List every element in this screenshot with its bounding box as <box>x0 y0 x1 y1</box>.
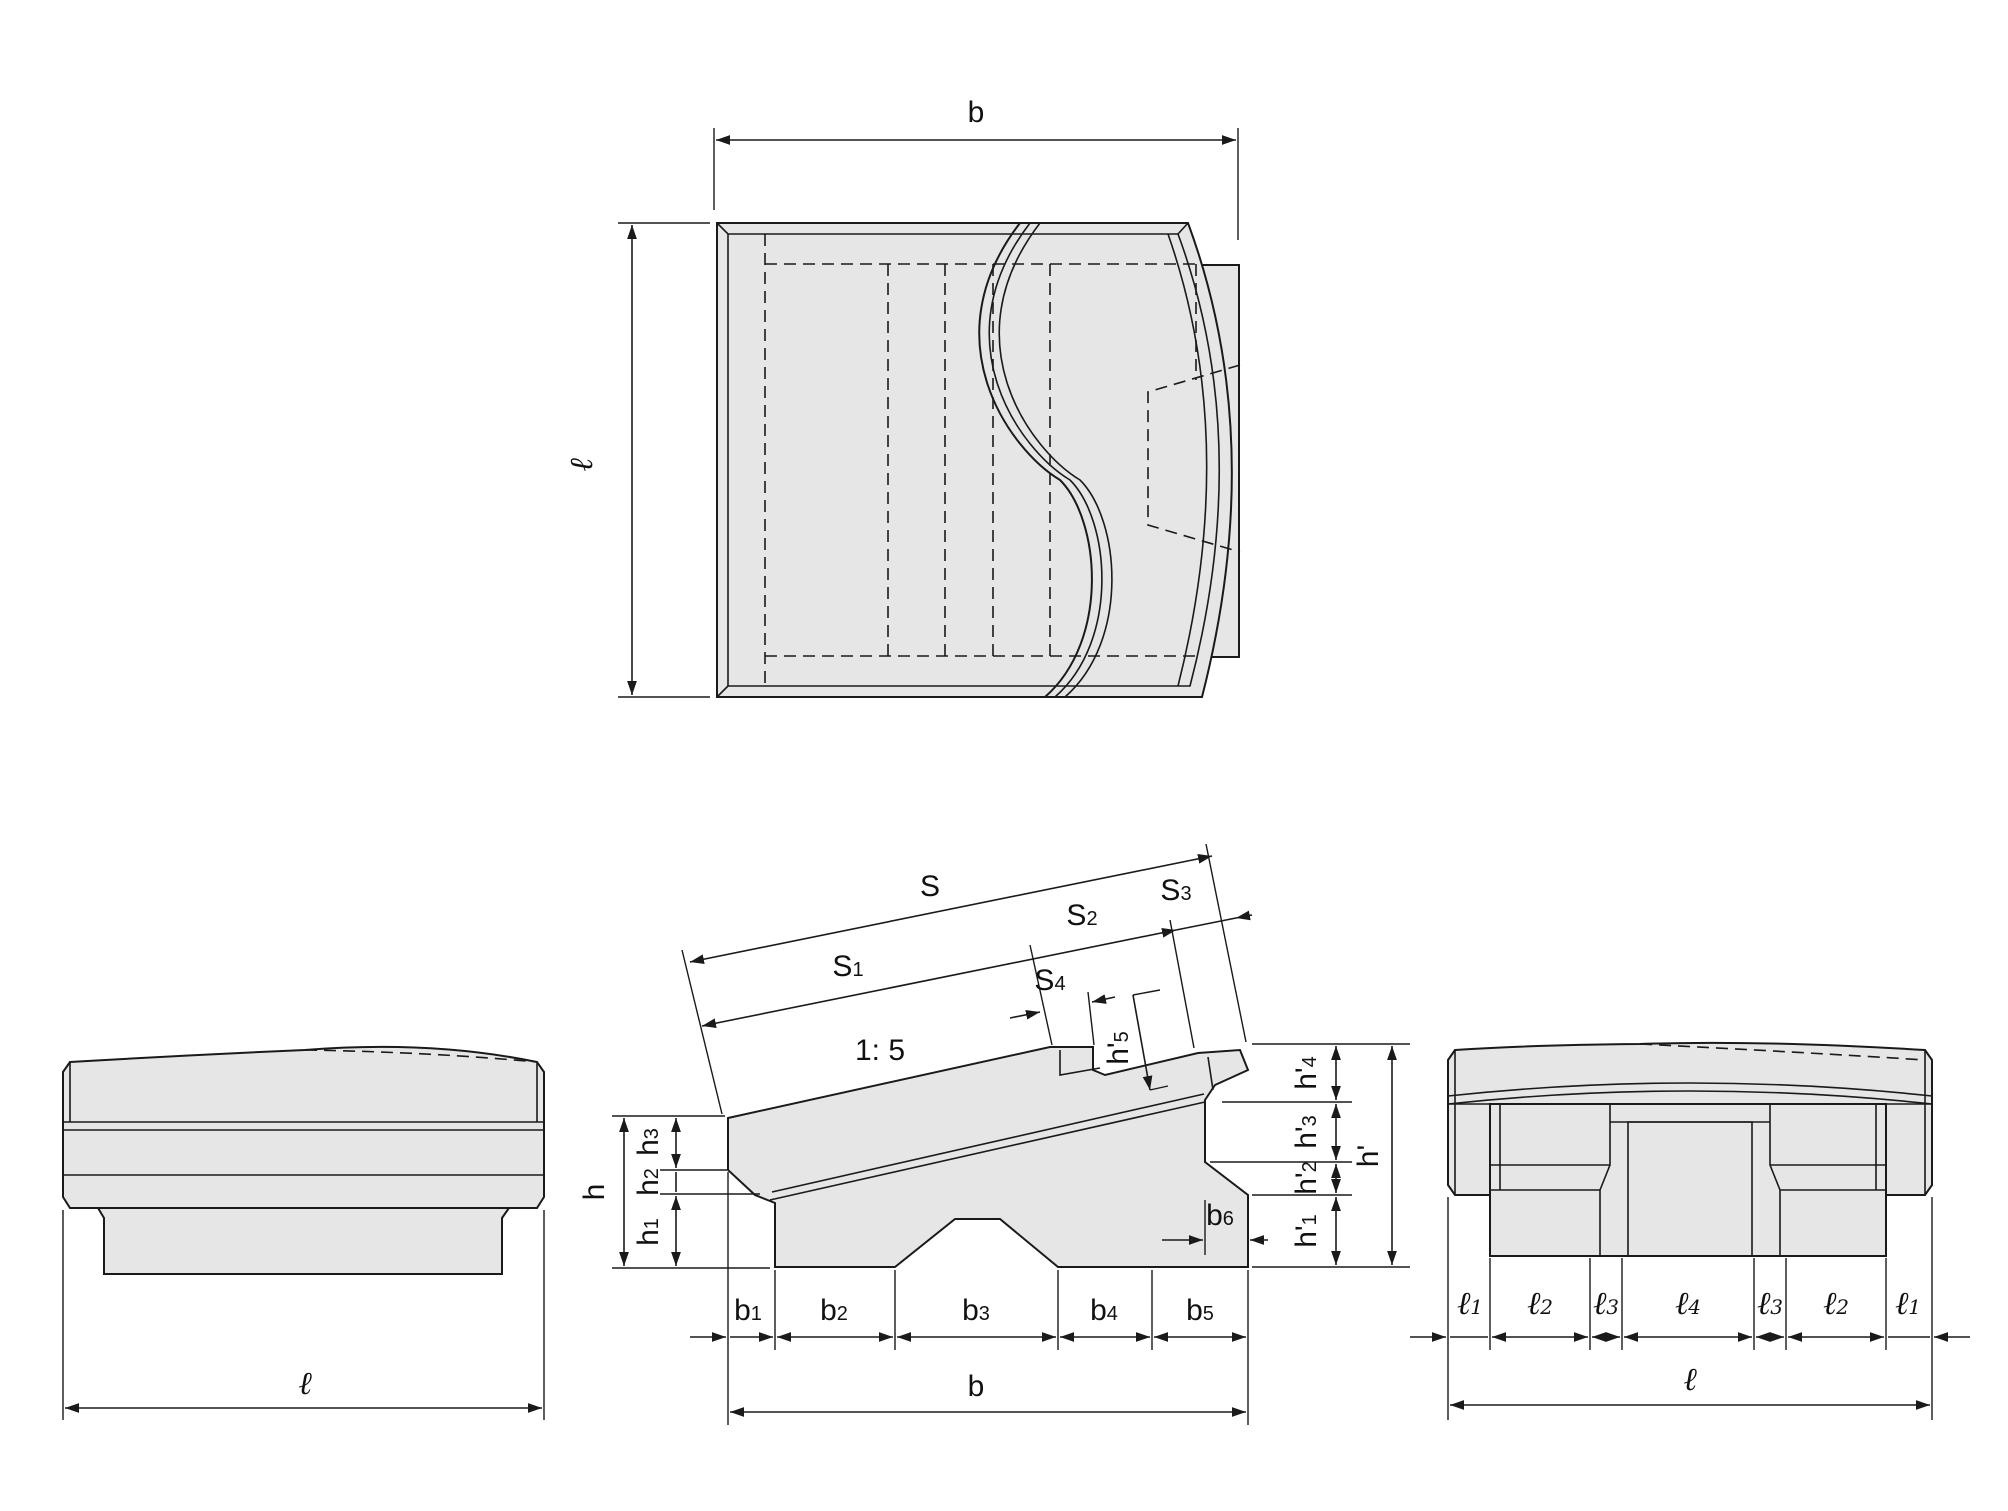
end-dim-l-label: ℓ <box>1683 1360 1697 1398</box>
section-dim-b2-label: b2 <box>820 1294 848 1327</box>
section-view: S S1 S2 S3 S4 1: 5 h'5 h h3 h2 h1 h'4 h'… <box>578 843 1410 1425</box>
plan-dim-b-label: b <box>968 96 985 129</box>
section-dim-h-label: h <box>578 1184 611 1201</box>
section-dim-hp2-label: h'2 <box>1290 1161 1323 1195</box>
section-dim-b5-label: b5 <box>1186 1294 1214 1327</box>
section-dim-h1-label: h1 <box>632 1218 665 1246</box>
end-base <box>1489 1103 1887 1257</box>
end-view-right: ℓ1 ℓ2 ℓ3 ℓ4 ℓ3 ℓ2 ℓ1 ℓ <box>1410 1041 1970 1420</box>
side-left-dim-l-label: ℓ <box>298 1364 312 1402</box>
section-dim-b1-label: b1 <box>734 1294 762 1327</box>
plan-view: b ℓ <box>562 96 1241 698</box>
end-dim-l4-label: ℓ4 <box>1675 1284 1701 1322</box>
section-outline <box>727 1046 1250 1268</box>
section-dim-b3-label: b3 <box>962 1294 990 1327</box>
section-dim-S2-label: S2 <box>1066 899 1097 932</box>
section-dim-hp5-label: h'5 <box>1102 1031 1135 1065</box>
section-dim-hp4-label: h'4 <box>1290 1056 1323 1090</box>
section-dim-S1-label: S1 <box>832 950 863 983</box>
plan-dim-l-label: ℓ <box>562 458 600 472</box>
section-dim-b4-label: b4 <box>1090 1294 1118 1327</box>
section-dim-h2-label: h2 <box>632 1168 665 1196</box>
end-dim-l1-right-label: ℓ1 <box>1895 1284 1921 1322</box>
end-dim-l1-left-label: ℓ1 <box>1457 1284 1483 1322</box>
side-left-upper <box>62 1045 545 1209</box>
side-view-left: ℓ <box>62 1045 545 1420</box>
section-dim-b6-label: b6 <box>1206 1199 1234 1232</box>
plan-wave-joint <box>978 222 1093 698</box>
section-dim-hp1-label: h'1 <box>1290 1214 1323 1248</box>
section-dim-S3-label: S3 <box>1160 874 1191 907</box>
end-dim-l2-left-label: ℓ2 <box>1527 1284 1553 1322</box>
end-dim-l3-right-label: ℓ3 <box>1757 1284 1783 1322</box>
side-left-base <box>96 1207 511 1275</box>
section-dim-hp3-label: h'3 <box>1290 1115 1323 1149</box>
section-slope-label: 1: 5 <box>855 1034 905 1067</box>
section-dim-h3-label: h3 <box>632 1128 665 1156</box>
section-dim-b-label: b <box>968 1370 985 1403</box>
section-dim-S-label: S <box>920 870 940 903</box>
section-dim-S4-label: S4 <box>1034 964 1065 997</box>
plan-outline <box>716 222 1233 698</box>
end-dim-l3-left-label: ℓ3 <box>1593 1284 1619 1322</box>
section-dim-hprime-label: h' <box>1352 1145 1385 1167</box>
end-dim-l2-right-label: ℓ2 <box>1823 1284 1849 1322</box>
